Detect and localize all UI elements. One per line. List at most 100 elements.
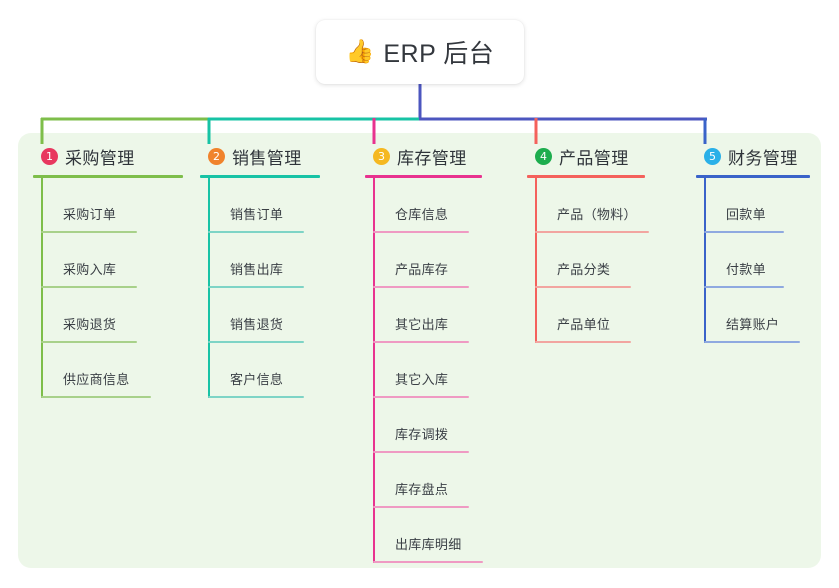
column-rule-4 bbox=[527, 175, 645, 178]
column-header-2[interactable]: 2 销售管理 bbox=[200, 143, 320, 169]
leaf-rule bbox=[704, 231, 784, 233]
leaf-label: 产品单位 bbox=[557, 317, 611, 332]
leaf-spine-3 bbox=[373, 178, 375, 563]
column-badge-icon-1: 1 bbox=[41, 147, 58, 165]
leaf-spine-5 bbox=[704, 178, 706, 343]
diagram-panel bbox=[18, 133, 821, 568]
column-rule-2 bbox=[200, 175, 320, 178]
leaf-rule bbox=[535, 231, 649, 233]
leaf-item[interactable]: 其它出库 bbox=[373, 288, 469, 343]
leaf-list-5: 回款单付款单结算账户 bbox=[696, 178, 810, 343]
leaf-label: 采购订单 bbox=[63, 207, 117, 222]
leaf-rule bbox=[208, 396, 304, 398]
leaf-item[interactable]: 仓库信息 bbox=[373, 178, 469, 233]
leaf-rule bbox=[373, 396, 469, 398]
leaf-item[interactable]: 产品（物料） bbox=[535, 178, 649, 233]
leaf-rule bbox=[208, 341, 304, 343]
column-badge-icon-3: 3 bbox=[373, 147, 390, 165]
leaf-rule bbox=[41, 231, 137, 233]
leaf-item[interactable]: 回款单 bbox=[704, 178, 784, 233]
leaf-item[interactable]: 客户信息 bbox=[208, 343, 304, 398]
leaf-item[interactable]: 采购入库 bbox=[41, 233, 137, 288]
leaf-item[interactable]: 库存盘点 bbox=[373, 453, 469, 508]
root-node[interactable]: 👍 ERP 后台 bbox=[316, 20, 524, 84]
column-rule-1 bbox=[33, 175, 183, 178]
leaf-label: 产品库存 bbox=[395, 262, 449, 277]
leaf-item[interactable]: 产品库存 bbox=[373, 233, 469, 288]
leaf-rule bbox=[41, 286, 137, 288]
leaf-rule bbox=[535, 341, 631, 343]
leaf-list-4: 产品（物料） 产品分类产品单位 bbox=[527, 178, 649, 343]
leaf-rule bbox=[208, 286, 304, 288]
leaf-label: 销售出库 bbox=[230, 262, 284, 277]
leaf-rule bbox=[373, 231, 469, 233]
column-rule-5 bbox=[696, 175, 810, 178]
leaf-label: 采购入库 bbox=[63, 262, 117, 277]
leaf-item[interactable]: 销售出库 bbox=[208, 233, 304, 288]
leaf-item[interactable]: 销售订单 bbox=[208, 178, 304, 233]
column-header-5[interactable]: 5 财务管理 bbox=[696, 143, 810, 169]
leaf-rule bbox=[208, 231, 304, 233]
leaf-item[interactable]: 产品单位 bbox=[535, 288, 631, 343]
thumbs-up-icon: 👍 bbox=[345, 37, 375, 64]
column-5: 5 财务管理回款单付款单结算账户 bbox=[696, 143, 810, 343]
leaf-rule bbox=[373, 286, 469, 288]
leaf-label: 仓库信息 bbox=[395, 207, 449, 222]
leaf-rule bbox=[41, 341, 137, 343]
leaf-label: 结算账户 bbox=[726, 317, 780, 332]
column-badge-icon-5: 5 bbox=[704, 147, 721, 165]
column-title-5: 财务管理 bbox=[728, 148, 798, 168]
leaf-item[interactable]: 供应商信息 bbox=[41, 343, 151, 398]
leaf-label: 出库库明细 bbox=[395, 537, 462, 552]
leaf-spine-4 bbox=[535, 178, 537, 343]
leaf-label: 销售退货 bbox=[230, 317, 284, 332]
leaf-list-3: 仓库信息产品库存其它出库其它入库库存调拨库存盘点出库库明细 bbox=[365, 178, 483, 563]
column-badge-icon-4: 4 bbox=[535, 147, 552, 165]
leaf-item[interactable]: 库存调拨 bbox=[373, 398, 469, 453]
leaf-label: 产品（物料） bbox=[557, 207, 637, 222]
leaf-label: 库存调拨 bbox=[395, 427, 449, 442]
leaf-spine-1 bbox=[41, 178, 43, 398]
root-node-title: ERP 后台 bbox=[383, 40, 495, 68]
leaf-item[interactable]: 结算账户 bbox=[704, 288, 800, 343]
column-badge-icon-2: 2 bbox=[208, 147, 225, 165]
leaf-item[interactable]: 付款单 bbox=[704, 233, 784, 288]
leaf-list-2: 销售订单销售出库销售退货客户信息 bbox=[200, 178, 320, 398]
leaf-item[interactable]: 采购订单 bbox=[41, 178, 137, 233]
leaf-rule bbox=[373, 506, 469, 508]
leaf-label: 回款单 bbox=[726, 207, 766, 222]
leaf-item[interactable]: 销售退货 bbox=[208, 288, 304, 343]
leaf-spine-2 bbox=[208, 178, 210, 398]
leaf-label: 产品分类 bbox=[557, 262, 611, 277]
leaf-label: 客户信息 bbox=[230, 372, 284, 387]
column-2: 2 销售管理销售订单销售出库销售退货客户信息 bbox=[200, 143, 320, 398]
root-node-content: 👍 ERP 后台 bbox=[346, 34, 495, 70]
column-rule-3 bbox=[365, 175, 482, 178]
leaf-label: 销售订单 bbox=[230, 207, 284, 222]
leaf-item[interactable]: 其它入库 bbox=[373, 343, 469, 398]
column-4: 4 产品管理产品（物料） 产品分类产品单位 bbox=[527, 143, 649, 343]
leaf-item[interactable]: 产品分类 bbox=[535, 233, 631, 288]
column-title-2: 销售管理 bbox=[232, 148, 302, 168]
leaf-rule bbox=[704, 341, 800, 343]
leaf-rule bbox=[41, 396, 151, 398]
column-title-3: 库存管理 bbox=[397, 148, 467, 168]
leaf-rule bbox=[373, 341, 469, 343]
leaf-item[interactable]: 采购退货 bbox=[41, 288, 137, 343]
leaf-rule bbox=[373, 561, 483, 563]
leaf-item[interactable]: 出库库明细 bbox=[373, 508, 483, 563]
column-header-3[interactable]: 3 库存管理 bbox=[365, 143, 482, 169]
leaf-rule bbox=[373, 451, 469, 453]
leaf-label: 供应商信息 bbox=[63, 372, 130, 387]
leaf-label: 库存盘点 bbox=[395, 482, 449, 497]
column-header-4[interactable]: 4 产品管理 bbox=[527, 143, 645, 169]
leaf-rule bbox=[704, 286, 784, 288]
leaf-rule bbox=[535, 286, 631, 288]
leaf-label: 采购退货 bbox=[63, 317, 117, 332]
column-title-4: 产品管理 bbox=[559, 148, 629, 168]
column-3: 3 库存管理仓库信息产品库存其它出库其它入库库存调拨库存盘点出库库明细 bbox=[365, 143, 483, 563]
leaf-label: 其它入库 bbox=[395, 372, 449, 387]
leaf-list-1: 采购订单采购入库采购退货供应商信息 bbox=[33, 178, 183, 398]
